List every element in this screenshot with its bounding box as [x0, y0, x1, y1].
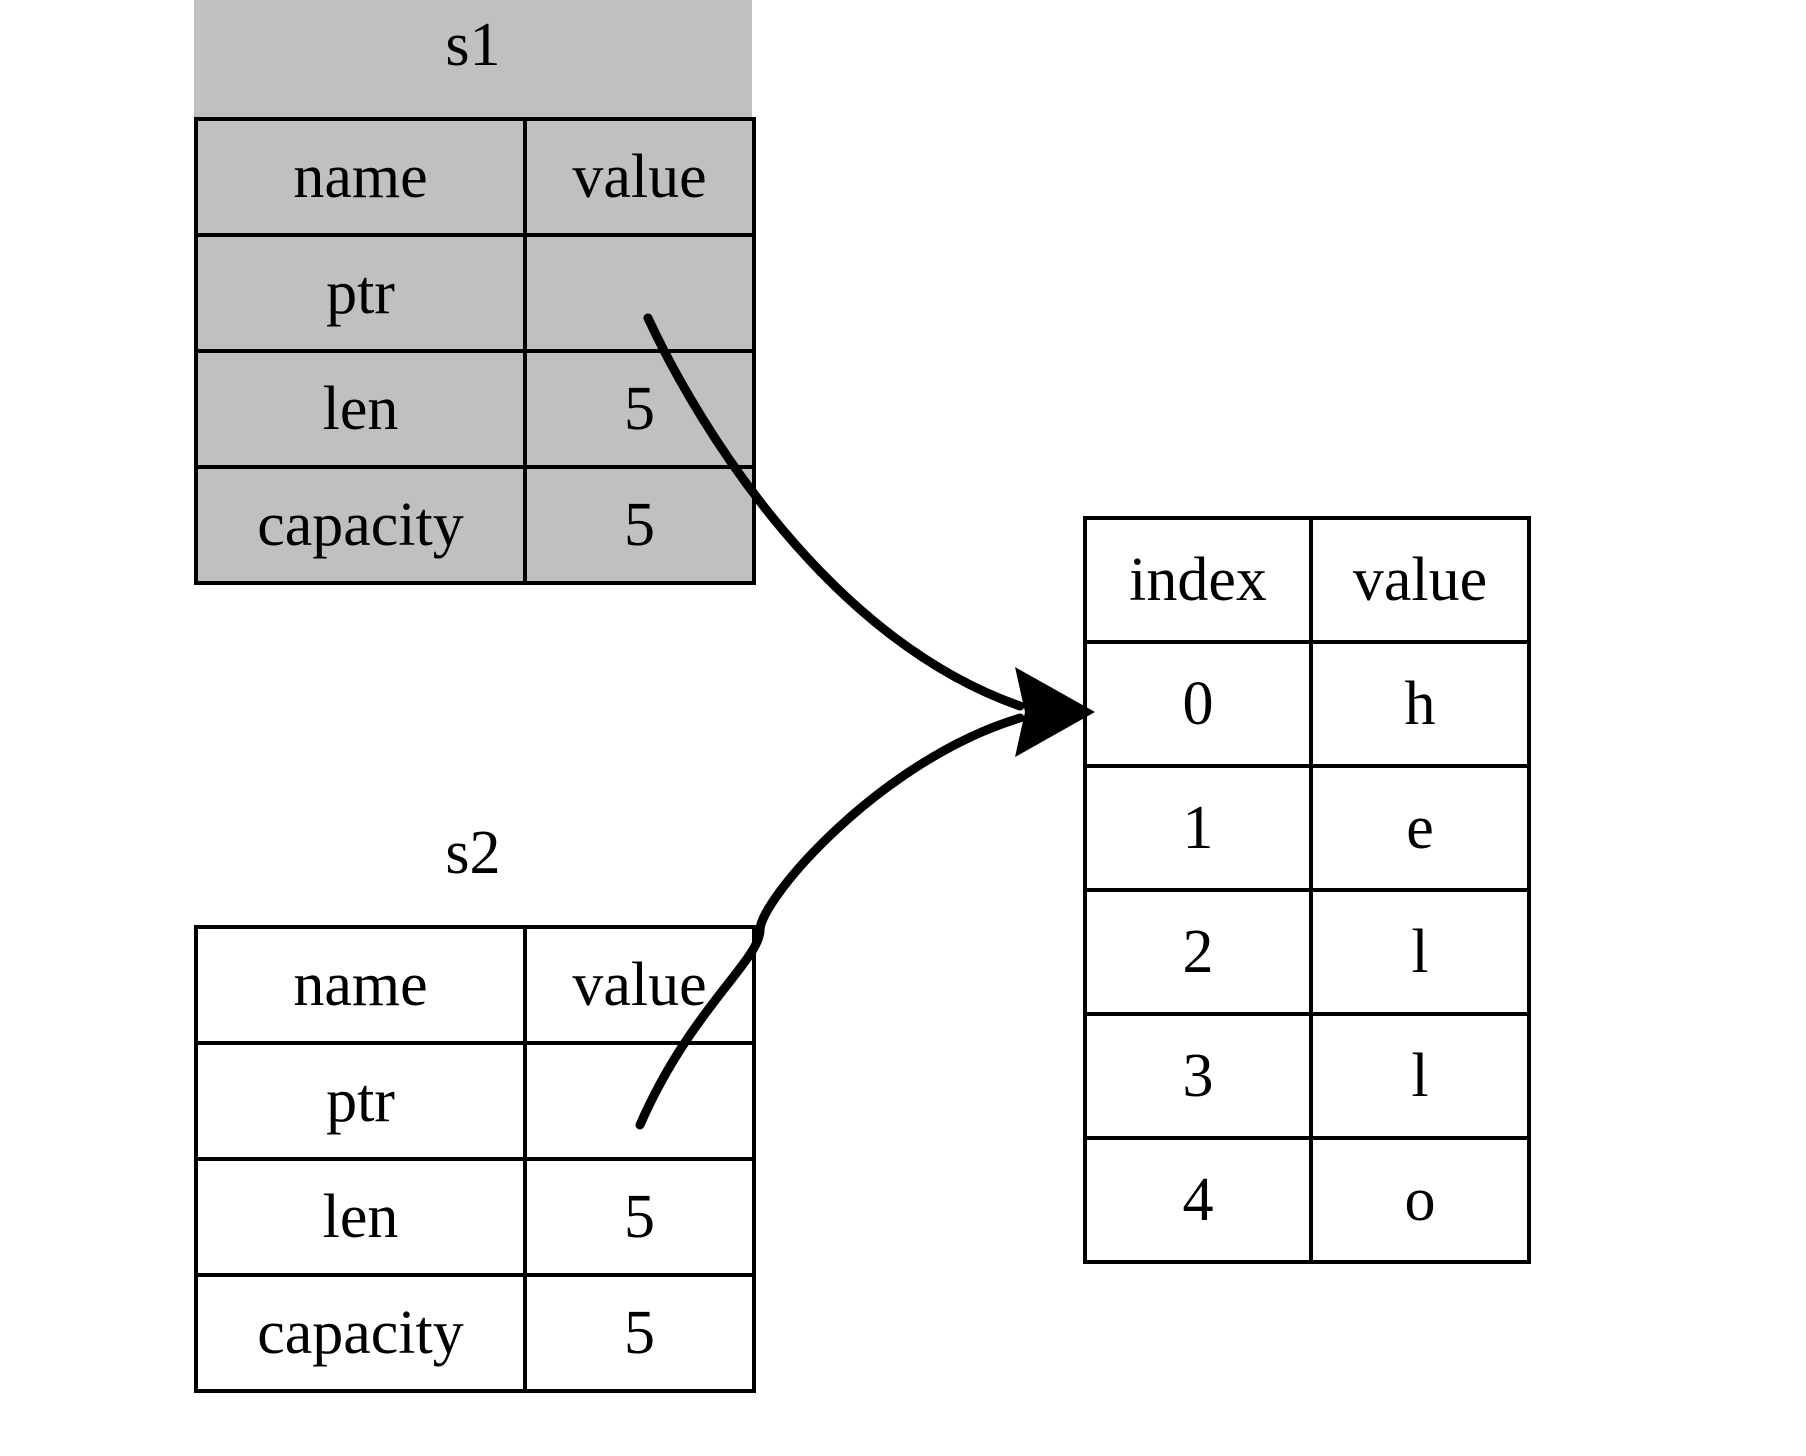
- s2-header-name: name: [194, 925, 527, 1045]
- s2-field-name-capacity: capacity: [194, 1273, 527, 1393]
- heap-row-1: 1 e: [1083, 764, 1531, 892]
- heap-row-2: 2 l: [1083, 888, 1531, 1016]
- s2-header-value: value: [523, 925, 756, 1045]
- heap-index-1: 1: [1083, 764, 1313, 892]
- s1-title-backdrop: [194, 0, 752, 121]
- s2-field-name-ptr: ptr: [194, 1041, 527, 1161]
- s2-title: s2: [445, 819, 501, 887]
- s1-field-name-len: len: [194, 349, 527, 469]
- s1-field-name-capacity: capacity: [194, 465, 527, 585]
- s1-field-value-capacity: 5: [523, 465, 756, 585]
- s1-struct-table: name value ptr len 5 capacity 5: [194, 117, 756, 585]
- heap-row-0: 0 h: [1083, 640, 1531, 768]
- heap-value-0: h: [1309, 640, 1531, 768]
- s1-field-name-ptr: ptr: [194, 233, 527, 353]
- s2-header-row: name value: [194, 925, 756, 1045]
- s1-header-name: name: [194, 117, 527, 237]
- s2-field-value-len: 5: [523, 1157, 756, 1277]
- s2-field-value-capacity: 5: [523, 1273, 756, 1393]
- s2-field-name-len: len: [194, 1157, 527, 1277]
- s1-row-capacity: capacity 5: [194, 465, 756, 585]
- heap-index-2: 2: [1083, 888, 1313, 1016]
- s1-header-value: value: [523, 117, 756, 237]
- heap-value-3: l: [1309, 1012, 1531, 1140]
- s2-row-len: len 5: [194, 1157, 756, 1277]
- heap-value-1: e: [1309, 764, 1531, 892]
- heap-value-4: o: [1309, 1136, 1531, 1264]
- heap-value-2: l: [1309, 888, 1531, 1016]
- heap-index-4: 4: [1083, 1136, 1313, 1264]
- heap-array-table: index value 0 h 1 e 2 l 3 l 4 o: [1083, 516, 1531, 1264]
- s1-row-len: len 5: [194, 349, 756, 469]
- heap-row-3: 3 l: [1083, 1012, 1531, 1140]
- s1-header-row: name value: [194, 117, 756, 237]
- heap-header-index: index: [1083, 516, 1313, 644]
- s2-field-value-ptr: [523, 1041, 756, 1161]
- heap-header-value: value: [1309, 516, 1531, 644]
- s2-row-ptr: ptr: [194, 1041, 756, 1161]
- s1-row-ptr: ptr: [194, 233, 756, 353]
- s2-struct-table: name value ptr len 5 capacity 5: [194, 925, 756, 1393]
- s1-title: s1: [445, 11, 501, 79]
- heap-index-3: 3: [1083, 1012, 1313, 1140]
- heap-row-4: 4 o: [1083, 1136, 1531, 1264]
- s1-field-value-len: 5: [523, 349, 756, 469]
- heap-header-row: index value: [1083, 516, 1531, 644]
- s1-field-value-ptr: [523, 233, 756, 353]
- heap-index-0: 0: [1083, 640, 1313, 768]
- s2-row-capacity: capacity 5: [194, 1273, 756, 1393]
